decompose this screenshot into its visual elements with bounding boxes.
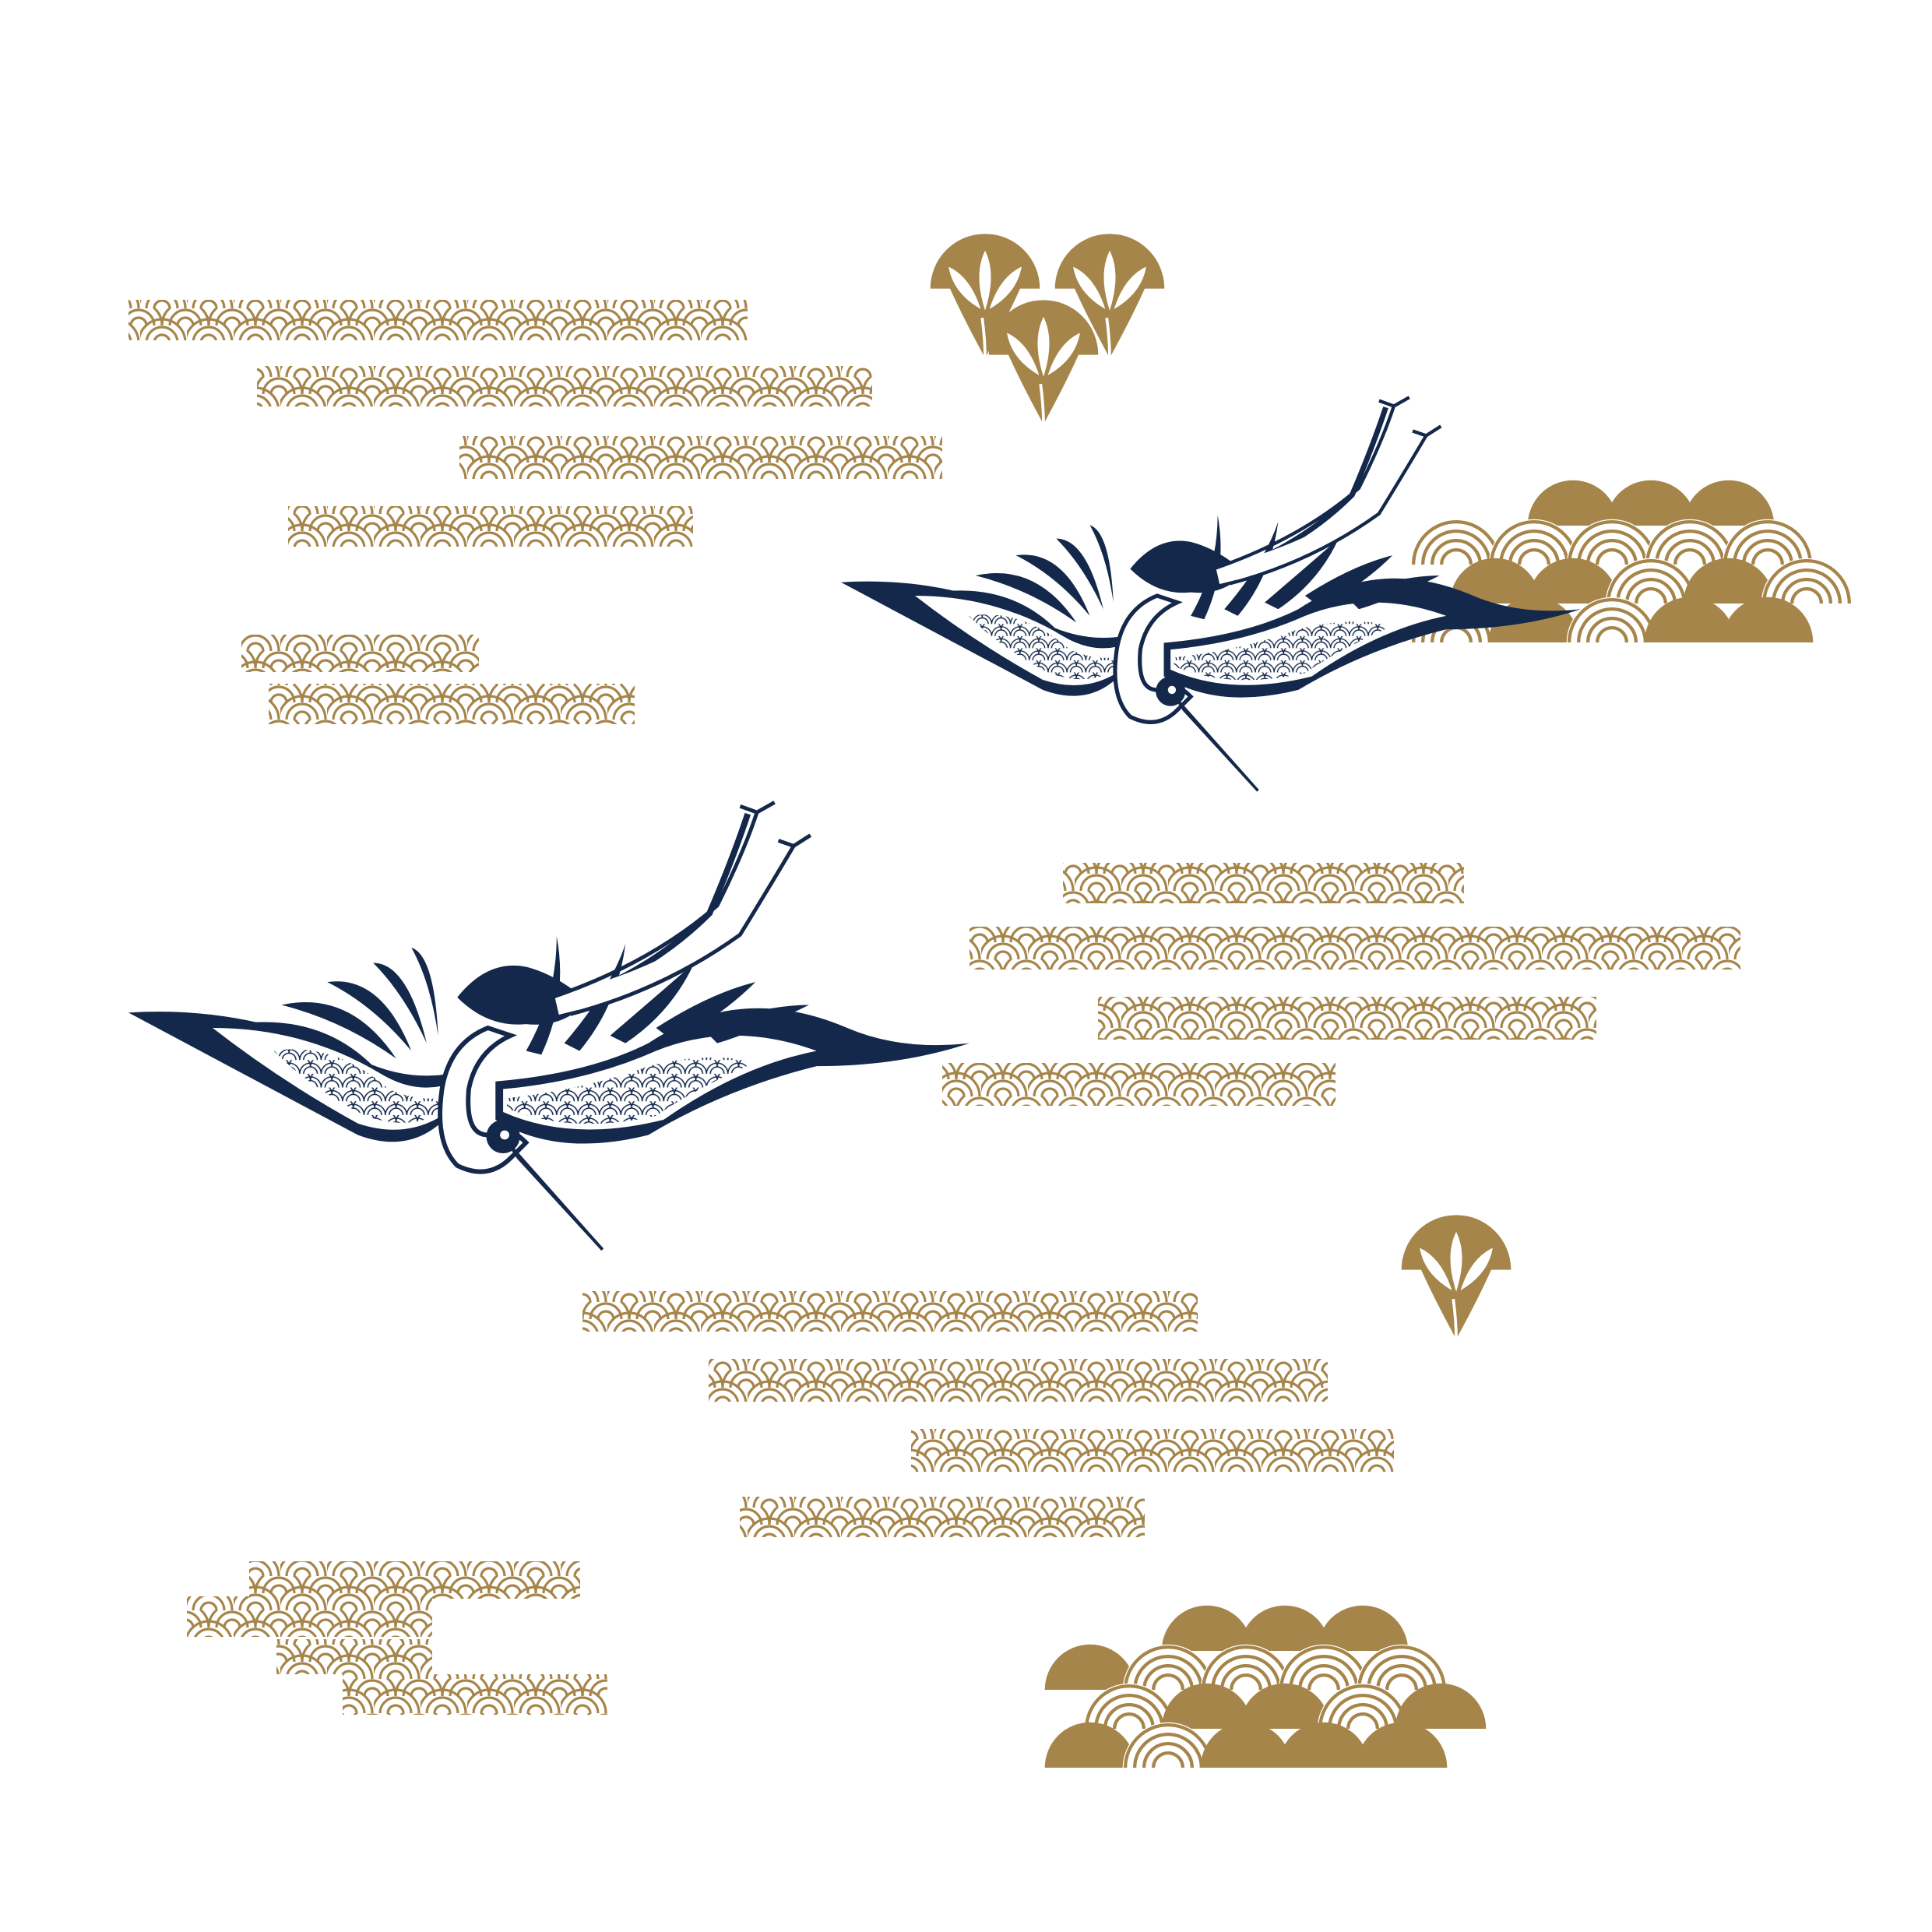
seigaiha-wave-band [241,635,479,672]
seigaiha-wave-band [257,366,872,406]
seigaiha-wave-band-group-lower-left [187,1561,607,1715]
seigaiha-wave-band [582,1291,1198,1332]
seigaiha-wave-band [942,1063,1336,1106]
seigaiha-cloud-cluster-lower [1044,1605,1487,1768]
seigaiha-wave-band [276,1639,432,1674]
seigaiha-wave-band [1098,997,1596,1040]
bamboo-leaf-crest [987,298,1100,426]
seigaiha-wave-band [970,927,1740,970]
seigaiha-wave-band-group-upper-left [128,300,942,724]
bamboo-leaf-crest [1399,1213,1513,1341]
seigaiha-wave-band [459,436,942,479]
seigaiha-wave-band-group-lower [582,1291,1394,1537]
flying-crane-lower [128,802,970,1249]
seigaiha-wave-band [1063,863,1464,903]
seigaiha-wave-band [249,1561,580,1599]
seigaiha-wave-band [288,506,693,547]
seigaiha-wave-band [709,1359,1328,1402]
seigaiha-wave-band [187,1596,432,1637]
seigaiha-wave-band-group-right [942,863,1740,1106]
seigaiha-wave-band [269,684,635,724]
bamboo-leaf-crest-group [928,232,1513,1341]
seigaiha-wave-band [911,1429,1394,1472]
seigaiha-wave-band [128,300,748,340]
seigaiha-wave-band [740,1497,1145,1537]
seigaiha-wave-band [343,1674,607,1715]
